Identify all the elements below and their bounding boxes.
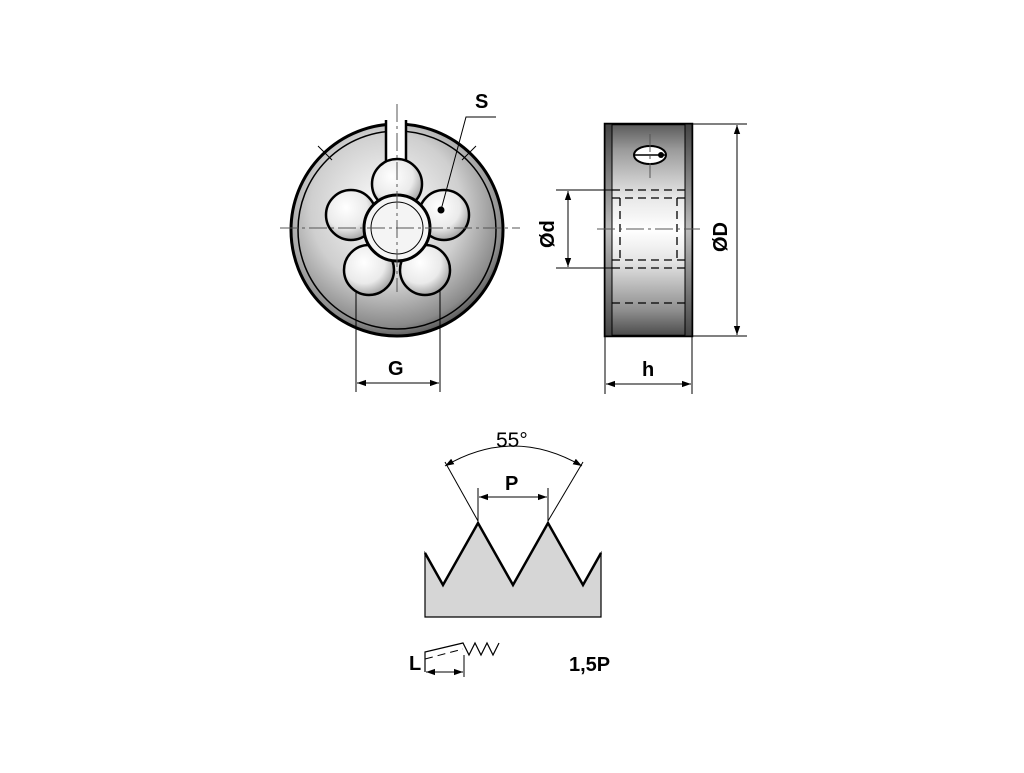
chamfer-length-label: L <box>409 653 421 675</box>
hole-spacing-label: G <box>388 358 404 380</box>
slot-width-label: S <box>475 91 488 113</box>
chamfer-value-label: 1,5P <box>569 654 610 676</box>
chamfer-detail: L 1,5P <box>409 641 610 677</box>
die-slot <box>386 118 406 166</box>
thickness-label: h <box>642 359 654 381</box>
thread-angle-label: 55° <box>496 429 528 452</box>
pitch-label: P <box>505 473 518 495</box>
set-screw-dot <box>658 152 664 158</box>
thread-profile: 55° P <box>423 429 603 618</box>
bore-diameter-label: Ød <box>537 220 559 248</box>
die-side-view: Ød ØD h <box>537 122 747 394</box>
die-front-view: S G <box>280 91 520 392</box>
die-side-chamfer-left <box>604 123 613 337</box>
die-side-chamfer-right <box>684 123 693 337</box>
outer-diameter-label: ØD <box>710 222 732 252</box>
